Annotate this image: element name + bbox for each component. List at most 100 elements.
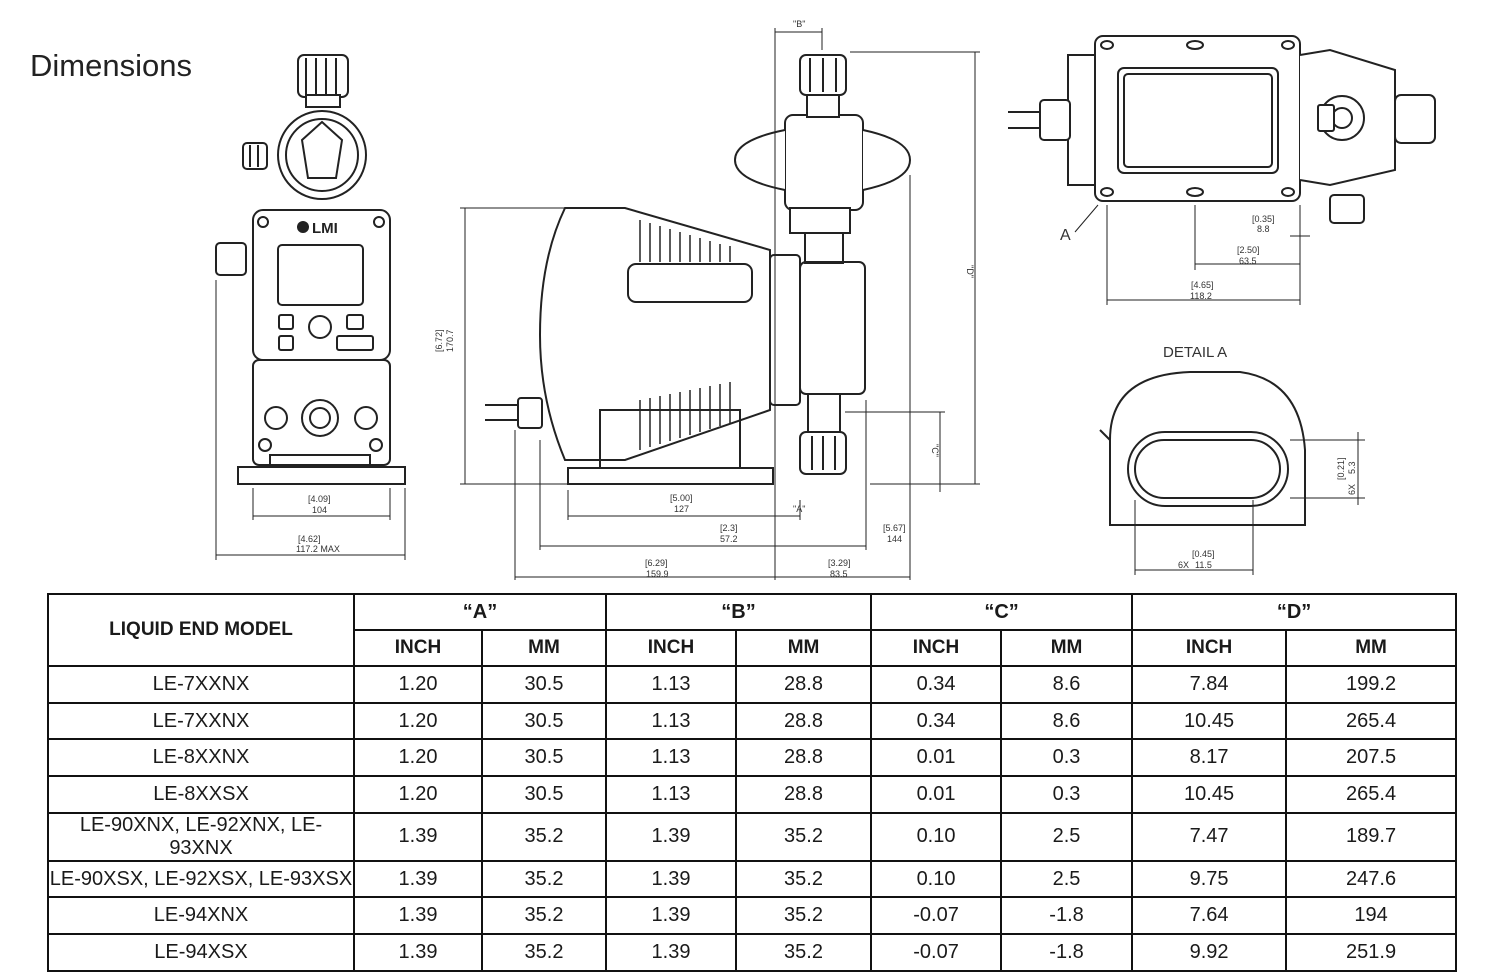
group-d-header: “D” [1131, 593, 1458, 631]
page-title: Dimensions [30, 48, 192, 83]
top-a-in: [0.35] [1252, 214, 1275, 224]
lmi-logo-text: LMI [312, 220, 338, 237]
side-right-mm: 144 [887, 534, 902, 544]
value-cell: 30.5 [480, 665, 608, 704]
value-cell: 28.8 [735, 665, 873, 704]
table-row: LE-8XXNX 1.20 30.5 1.13 28.8 0.01 0.3 8.… [47, 738, 1458, 778]
value-cell: 35.2 [480, 933, 608, 972]
dimension-drawings: [4.09] 104 [4.62] 117.2 MAX [215, 19, 1436, 580]
value-cell: 265.4 [1285, 701, 1458, 741]
value-cell: 0.3 [1000, 738, 1134, 778]
side-right-in: [5.67] [883, 523, 906, 533]
value-cell: 1.20 [353, 701, 483, 741]
dimensions-table: LIQUID END MODEL “A” “B” “C” “D” INCH MM… [47, 593, 1458, 972]
value-cell: 7.64 [1131, 896, 1288, 936]
side-c-label: "C" [930, 444, 940, 457]
dimensions-table-container: LIQUID END MODEL “A” “B” “C” “D” INCH MM… [47, 593, 1458, 972]
value-cell: 1.39 [605, 859, 738, 899]
value-cell: 251.9 [1285, 933, 1458, 972]
front-base-in: [4.62] [298, 534, 321, 544]
top-a-mm: 8.8 [1257, 224, 1270, 234]
value-cell: 30.5 [480, 738, 608, 778]
side-total-mm: 159.9 [646, 569, 669, 579]
side-head-in: [3.29] [828, 558, 851, 568]
table-header-row: LIQUID END MODEL “A” “B” “C” “D” [47, 593, 1458, 667]
value-cell: 0.10 [870, 859, 1003, 899]
model-cell: LE-90XNX, LE-92XNX, LE-93XNX [47, 811, 355, 862]
value-cell: 0.01 [870, 738, 1003, 778]
value-cell: 7.47 [1131, 811, 1288, 862]
value-cell: 7.84 [1131, 665, 1288, 704]
value-cell: 0.34 [870, 665, 1003, 704]
table-row: LE-8XXSX 1.20 30.5 1.13 28.8 0.01 0.3 10… [47, 775, 1458, 814]
value-cell: 0.34 [870, 701, 1003, 741]
value-cell: 35.2 [480, 859, 608, 899]
value-cell: 247.6 [1285, 859, 1458, 899]
detail-h-prefix: 6X [1347, 484, 1357, 495]
value-cell: 2.5 [1000, 859, 1134, 899]
value-cell: 189.7 [1285, 811, 1458, 862]
value-cell: 10.45 [1131, 701, 1288, 741]
unit-header: MM [1000, 629, 1134, 667]
detail-a [1099, 371, 1365, 575]
value-cell: 194 [1285, 896, 1458, 936]
value-cell: 35.2 [735, 811, 873, 862]
value-cell: -0.07 [870, 933, 1003, 972]
value-cell: 1.39 [353, 896, 483, 936]
value-cell: 0.01 [870, 775, 1003, 814]
value-cell: 1.20 [353, 738, 483, 778]
unit-header: MM [735, 629, 873, 667]
top-c-mm: 118.2 [1190, 291, 1212, 301]
value-cell: 0.10 [870, 811, 1003, 862]
side-head-mm: 83.5 [830, 569, 848, 579]
table-row: LE-94XNX 1.39 35.2 1.39 35.2 -0.07 -1.8 … [47, 896, 1458, 936]
side-mid-in: [2.3] [720, 523, 738, 533]
table-body: LE-7XXNX 1.20 30.5 1.13 28.8 0.34 8.6 7.… [47, 665, 1458, 972]
model-cell: LE-8XXSX [47, 775, 355, 814]
value-cell: 30.5 [480, 775, 608, 814]
value-cell: 9.92 [1131, 933, 1288, 972]
unit-header: INCH [353, 629, 483, 667]
side-mid-mm: 57.2 [720, 534, 738, 544]
value-cell: 1.39 [353, 811, 483, 862]
detail-label: DETAIL A [1163, 344, 1227, 361]
group-b-header: “B” [605, 593, 873, 631]
model-cell: LE-7XXNX [47, 665, 355, 704]
callout-a: A [1060, 227, 1071, 244]
top-view [1008, 35, 1436, 305]
front-width-mm: 104 [312, 505, 327, 515]
table-row: LE-90XSX, LE-92XSX, LE-93XSX 1.39 35.2 1… [47, 859, 1458, 899]
value-cell: 1.39 [353, 933, 483, 972]
value-cell: 10.45 [1131, 775, 1288, 814]
table-row: LE-7XXNX 1.20 30.5 1.13 28.8 0.34 8.6 7.… [47, 665, 1458, 704]
value-cell: 28.8 [735, 701, 873, 741]
side-d-label: "D" [965, 265, 975, 278]
unit-header: INCH [870, 629, 1003, 667]
value-cell: 8.6 [1000, 701, 1134, 741]
value-cell: 8.6 [1000, 665, 1134, 704]
model-cell: LE-90XSX, LE-92XSX, LE-93XSX [47, 859, 355, 899]
value-cell: 1.39 [605, 933, 738, 972]
detail-h-in: [0.21] [1336, 457, 1346, 480]
value-cell: 35.2 [735, 933, 873, 972]
side-view [460, 28, 980, 580]
value-cell: 8.17 [1131, 738, 1288, 778]
value-cell: 207.5 [1285, 738, 1458, 778]
value-cell: 1.13 [605, 701, 738, 741]
value-cell: 35.2 [480, 811, 608, 862]
front-base-mm: 117.2 MAX [296, 544, 340, 554]
value-cell: 1.39 [605, 811, 738, 862]
detail-w-prefix: 6X [1178, 560, 1189, 570]
side-height-mm: 170.7 [445, 329, 455, 352]
value-cell: 265.4 [1285, 775, 1458, 814]
model-cell: LE-7XXNX [47, 701, 355, 741]
value-cell: 1.13 [605, 775, 738, 814]
value-cell: 0.3 [1000, 775, 1134, 814]
lmi-logo-icon [297, 221, 309, 233]
value-cell: 35.2 [735, 896, 873, 936]
model-cell: LE-94XNX [47, 896, 355, 936]
value-cell: 30.5 [480, 701, 608, 741]
side-base-in: [5.00] [670, 493, 693, 503]
value-cell: -1.8 [1000, 933, 1134, 972]
value-cell: 1.13 [605, 665, 738, 704]
